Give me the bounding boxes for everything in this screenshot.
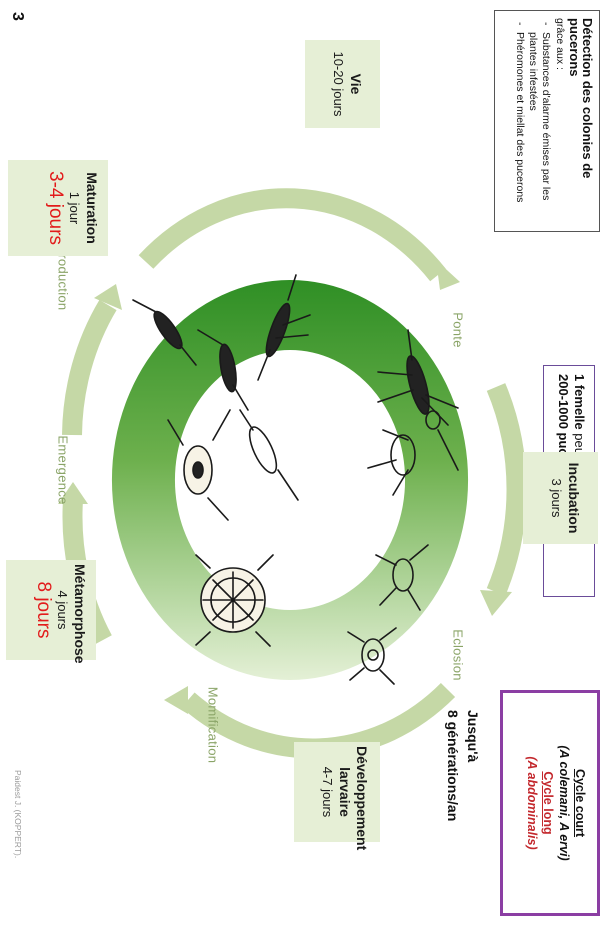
cycle-type-box: Cycle court (A colemani, A ervi) Cycle l…: [500, 690, 600, 916]
arrow-head-vie: [436, 260, 460, 290]
developpement-title: Développement larvaire: [337, 746, 370, 850]
emerging-wasp-illustration: [168, 410, 298, 520]
incubation-value: 3 jours: [548, 456, 565, 540]
stage-label-eclosion: Eclosion: [451, 629, 466, 681]
stage-label-ponte: Ponte: [451, 312, 466, 347]
maturation-value: 1 jour: [66, 164, 83, 252]
metamorphose-title: Métamorphose: [72, 564, 88, 664]
arrow-arc-maturation: [72, 305, 108, 435]
incubation-title: Incubation: [566, 463, 582, 534]
vie-box: Vie 10-20 jours: [305, 40, 380, 128]
developpement-value: 4-7 jours: [319, 746, 336, 838]
stage-label-momification: Momification: [206, 687, 221, 764]
maturation-box: Maturation 1 jour 3-4 jours: [8, 160, 108, 256]
detection-intro: grâce aux :: [554, 18, 566, 70]
cycle-long-species: (A abdominalis): [524, 697, 540, 909]
stage-label-emergence: Emergence: [56, 435, 71, 504]
maturation-title: Maturation: [84, 172, 100, 244]
vie-title: Vie: [348, 74, 364, 95]
generations-line1: Jusqu'à: [465, 710, 481, 762]
arrow-head-developpement: [164, 686, 188, 714]
femelle-prefix: 1 femelle: [572, 374, 587, 430]
figure-number: 3: [8, 12, 26, 21]
incubation-box: Incubation 3 jours: [523, 452, 598, 544]
detection-list: Substances d'alarme émises par les plant…: [513, 18, 552, 224]
detection-item: Substances d'alarme émises par les plant…: [526, 32, 552, 224]
arrow-head-incubation: [480, 590, 512, 616]
developpement-box: Développement larvaire 4-7 jours: [294, 742, 380, 842]
generations-note: Jusqu'à 8 générations/an: [443, 710, 483, 930]
detection-title: Détection des colonies de pucerons: [568, 18, 594, 224]
cycle-court-label: Cycle court: [572, 697, 588, 909]
arrow-arc-vie: [146, 198, 438, 275]
vie-value: 10-20 jours: [330, 44, 347, 124]
maturation-long-value: 3-4 jours: [44, 164, 66, 252]
cycle-ring: [112, 280, 468, 680]
generations-line2: 8 générations/an: [445, 710, 461, 821]
metamorphose-box: Métamorphose 4 jours 8 jours: [6, 560, 96, 660]
image-credit: Paidest J. (KOPPERT).: [13, 770, 23, 858]
arrow-arc-incubation: [496, 387, 517, 592]
cycle-court-species: (A colemani, A ervi): [556, 697, 572, 909]
detection-item: Phéromones et miellat des pucerons: [513, 32, 526, 224]
cycle-long-label: Cycle long: [540, 697, 556, 909]
arrow-arc-developpement: [188, 690, 448, 748]
detection-box: Détection des colonies de pucerons grâce…: [494, 10, 600, 232]
metamorphose-value: 4 jours: [54, 564, 71, 656]
metamorphose-long-value: 8 jours: [32, 564, 54, 656]
